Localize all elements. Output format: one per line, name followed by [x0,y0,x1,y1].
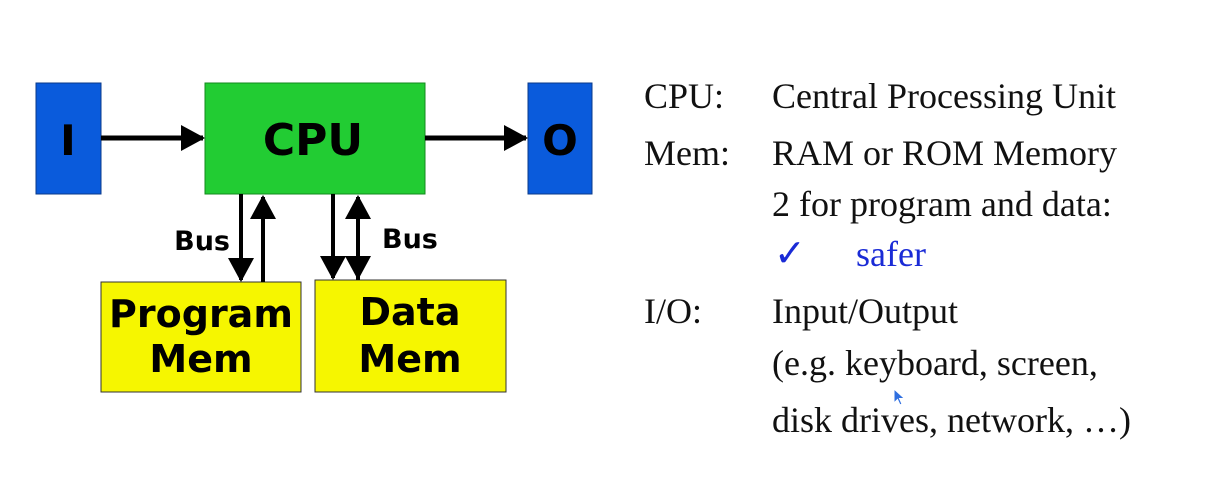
input-label: I [60,116,76,165]
mem-description: RAM or ROM Memory [772,133,1118,173]
input-box [35,82,102,195]
cpu-label: CPU [263,115,363,166]
checkmark-icon: ✓ [774,231,806,275]
mem-description-2: 2 for program and data: [772,184,1112,224]
output-box [527,82,593,195]
mem-term: Mem: [644,133,730,173]
pointer-cursor-icon [893,388,906,406]
cpu-box [204,82,426,195]
io-description-2: (e.g. keyboard, screen, [772,343,1098,383]
program-mem-label-line1: Program [109,292,293,336]
cpu-description: Central Processing Unit [772,76,1116,116]
io-description: Input/Output [772,291,958,331]
cpu-term: CPU: [644,76,725,116]
mem-note-safer: safer [856,234,926,274]
data-mem-label-line2: Mem [358,337,461,381]
io-term: I/O: [644,291,702,331]
data-mem-label-line1: Data [360,290,461,334]
cpu-architecture-diagram: I CPU O Program Mem Data Mem Bus Bus [35,82,593,393]
output-label: O [542,116,578,165]
bus-left-label: Bus [174,226,230,257]
program-mem-label-line2: Mem [149,337,252,381]
bus-right-label: Bus [382,224,438,255]
data-mem-box [314,279,507,393]
io-description-3: disk drives, network, …) [772,400,1131,440]
program-mem-box [100,281,302,393]
